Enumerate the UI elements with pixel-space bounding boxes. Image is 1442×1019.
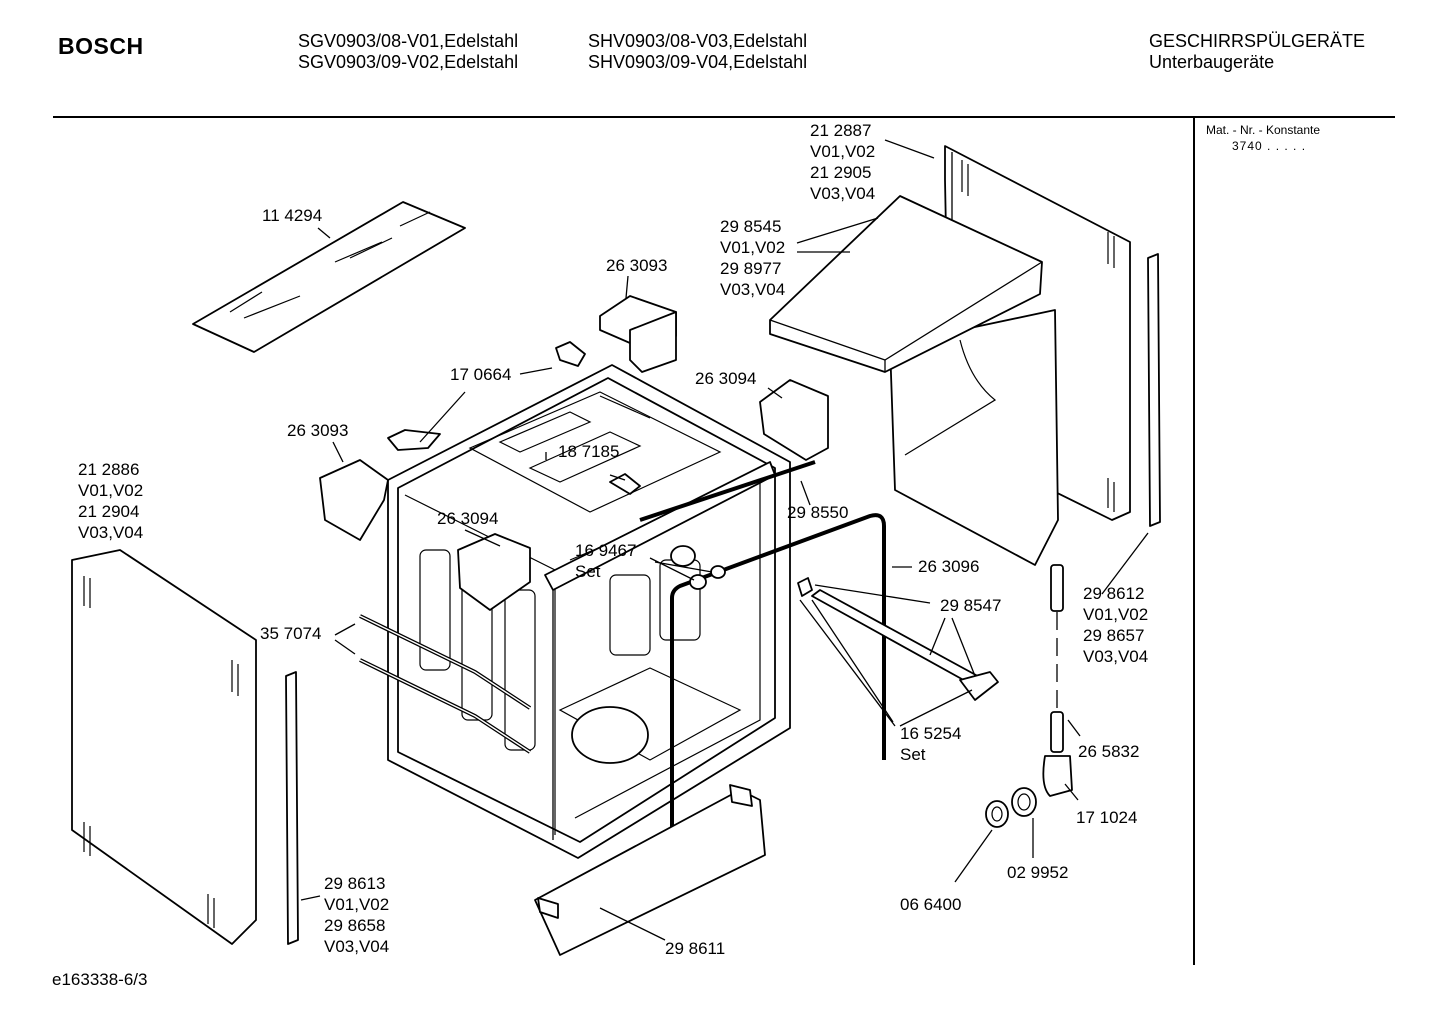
label-169467-set: Set [575, 562, 601, 581]
part-seal-strip-left [285, 671, 321, 945]
label-298545-variant: V01,V02 [720, 238, 785, 257]
label-212905: 21 2905 [810, 163, 871, 182]
model-4: SHV0903/09-V04,Edelstahl [588, 52, 808, 72]
part-bracket-263093-top [599, 275, 677, 373]
label-298611: 29 8611 [665, 939, 725, 958]
label-298658: 29 8658 [324, 916, 385, 935]
label-298547: 29 8547 [940, 596, 1001, 615]
label-265832: 26 5832 [1078, 742, 1139, 761]
label-171024: 17 1024 [1076, 808, 1137, 827]
label-212887-variant: V01,V02 [810, 142, 875, 161]
label-212887: 21 2887 [810, 121, 871, 140]
label-263093-top: 26 3093 [606, 256, 667, 275]
model-2: SGV0903/09-V02,Edelstahl [298, 52, 519, 72]
label-114294: 11 4294 [262, 206, 322, 225]
label-298613: 29 8613 [324, 874, 385, 893]
label-212904-variant: V03,V04 [78, 523, 143, 542]
part-labels: 21 2887 V01,V02 21 2905 V03,V04 11 4294 … [78, 121, 1148, 958]
part-clip-170664 [387, 341, 586, 451]
sidebar-divider [1193, 117, 1195, 965]
part-insulation-panel [889, 309, 1059, 566]
part-top-plate [769, 195, 1043, 373]
label-298977: 29 8977 [720, 259, 781, 278]
label-298613-variant: V01,V02 [324, 895, 389, 914]
label-212904: 21 2904 [78, 502, 139, 521]
part-spray-arm [797, 577, 999, 727]
subcategory-title: Unterbaugeräte [1149, 52, 1275, 72]
part-side-panel-left [71, 549, 257, 945]
part-racks-357074 [334, 614, 532, 754]
label-165254: 16 5254 [900, 724, 961, 743]
part-bracket-263094-inner [457, 529, 531, 611]
label-187185: 18 7185 [558, 442, 619, 461]
model-3: SHV0903/08-V03,Edelstahl [588, 31, 808, 51]
model-1: SGV0903/08-V01,Edelstahl [298, 31, 519, 51]
label-357074: 35 7074 [260, 624, 321, 643]
part-bracket-263093-left [319, 441, 389, 541]
label-298657: 29 8657 [1083, 626, 1144, 645]
part-handle-187185 [545, 452, 641, 495]
label-298612-variant: V01,V02 [1083, 605, 1148, 624]
part-bracket-263094-right [759, 379, 829, 461]
part-strip-114294 [192, 201, 466, 353]
label-298657-variant: V03,V04 [1083, 647, 1148, 666]
label-298612: 29 8612 [1083, 584, 1144, 603]
label-263094-inner: 26 3094 [437, 509, 498, 528]
part-seal-strip-right [1101, 253, 1161, 595]
label-298545: 29 8545 [720, 217, 781, 236]
header-divider [53, 116, 1395, 118]
brand-logo: BOSCH [58, 33, 144, 59]
label-170664: 17 0664 [450, 365, 511, 384]
part-rail-298550 [639, 460, 816, 522]
part-cap-066400 [954, 800, 1009, 883]
part-nozzle-169467 [649, 545, 726, 590]
label-298658-variant: V03,V04 [324, 937, 389, 956]
label-263094-right: 26 3094 [695, 369, 756, 388]
label-263096: 26 3096 [918, 557, 979, 576]
category-title: GESCHIRRSPÜLGERÄTE [1149, 31, 1366, 51]
label-169467: 16 9467 [575, 541, 636, 560]
label-298550: 29 8550 [787, 503, 848, 522]
constants-value: 3740 . . . . . [1232, 139, 1307, 153]
part-drain-hose [1042, 564, 1081, 801]
label-066400: 06 6400 [900, 895, 961, 914]
label-212886-variant: V01,V02 [78, 481, 143, 500]
part-ring-029952 [1011, 787, 1037, 858]
label-263093-left: 26 3093 [287, 421, 348, 440]
label-212886: 21 2886 [78, 460, 139, 479]
drawing-number: e163338-6/3 [52, 970, 148, 989]
part-door-seal [670, 513, 912, 880]
label-029952: 02 9952 [1007, 863, 1068, 882]
part-base-panel [534, 784, 766, 956]
constants-title: Mat. - Nr. - Konstante [1206, 123, 1321, 137]
label-212905-variant: V03,V04 [810, 184, 875, 203]
part-tub-body [387, 364, 791, 859]
label-165254-set: Set [900, 745, 926, 764]
label-298977-variant: V03,V04 [720, 280, 785, 299]
